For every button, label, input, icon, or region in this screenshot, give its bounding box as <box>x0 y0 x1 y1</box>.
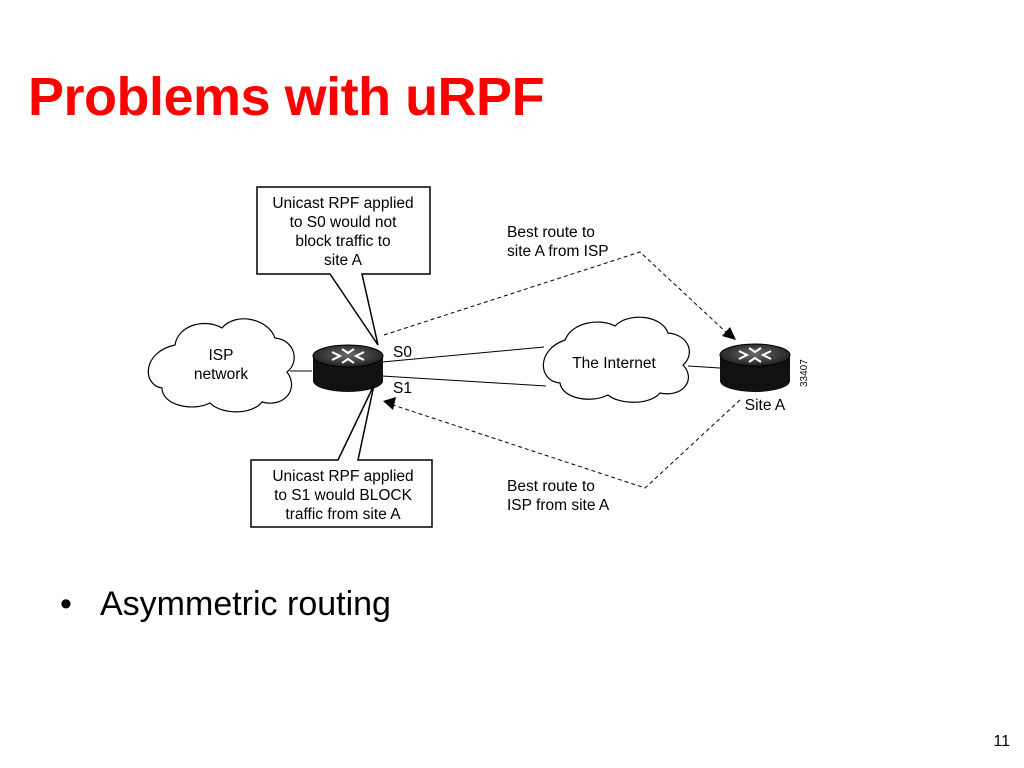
callout-top: Unicast RPF applied to S0 would not bloc… <box>256 186 431 346</box>
site-a-router-icon <box>719 343 791 392</box>
callout-top-line4: site A <box>324 252 363 269</box>
route-top-line2: site A from ISP <box>507 243 609 260</box>
callout-bottom-line2: to S1 would BLOCK <box>274 487 413 504</box>
router-icon <box>312 344 384 392</box>
bullet-item: • Asymmetric routing <box>60 582 391 626</box>
route-arrowhead-site-a <box>722 327 736 340</box>
callout-bottom-line3: traffic from site A <box>285 506 401 523</box>
interface-s0-label: S0 <box>393 344 412 361</box>
slide-title: Problems with uRPF <box>28 67 545 127</box>
isp-network-cloud: ISP network <box>147 318 295 413</box>
isp-label-line1: ISP <box>209 347 234 364</box>
callout-top-line3: block traffic to <box>295 233 390 250</box>
link-s1-internet <box>381 375 547 387</box>
route-top-line1: Best route to <box>507 224 595 241</box>
isp-label-line2: network <box>194 366 249 383</box>
page-number: 11 <box>993 733 1010 750</box>
link-s0-internet <box>381 346 545 363</box>
route-arrowhead-isp <box>383 397 396 410</box>
interface-s1-label: S1 <box>393 380 412 397</box>
internet-label: The Internet <box>572 355 656 372</box>
bullet-text: Asymmetric routing <box>100 585 391 623</box>
callout-top-line1: Unicast RPF applied <box>272 195 413 212</box>
callout-bottom-line1: Unicast RPF applied <box>272 468 413 485</box>
internet-cloud: The Internet <box>542 316 690 403</box>
site-a-label: Site A <box>745 397 786 414</box>
figure-id: 33407 <box>799 359 810 387</box>
route-path-site-a-to-isp <box>389 399 741 489</box>
bullet-marker: • <box>60 585 72 623</box>
link-internet-site-a <box>687 365 721 369</box>
callout-bottom: Unicast RPF applied to S1 would BLOCK tr… <box>250 384 433 528</box>
route-path-isp-to-site-a <box>383 251 729 336</box>
route-bottom-line2: ISP from site A <box>507 497 610 514</box>
route-bottom-line1: Best route to <box>507 478 595 495</box>
callout-top-line2: to S0 would not <box>290 214 398 231</box>
bullet-list: • Asymmetric routing <box>60 582 391 626</box>
